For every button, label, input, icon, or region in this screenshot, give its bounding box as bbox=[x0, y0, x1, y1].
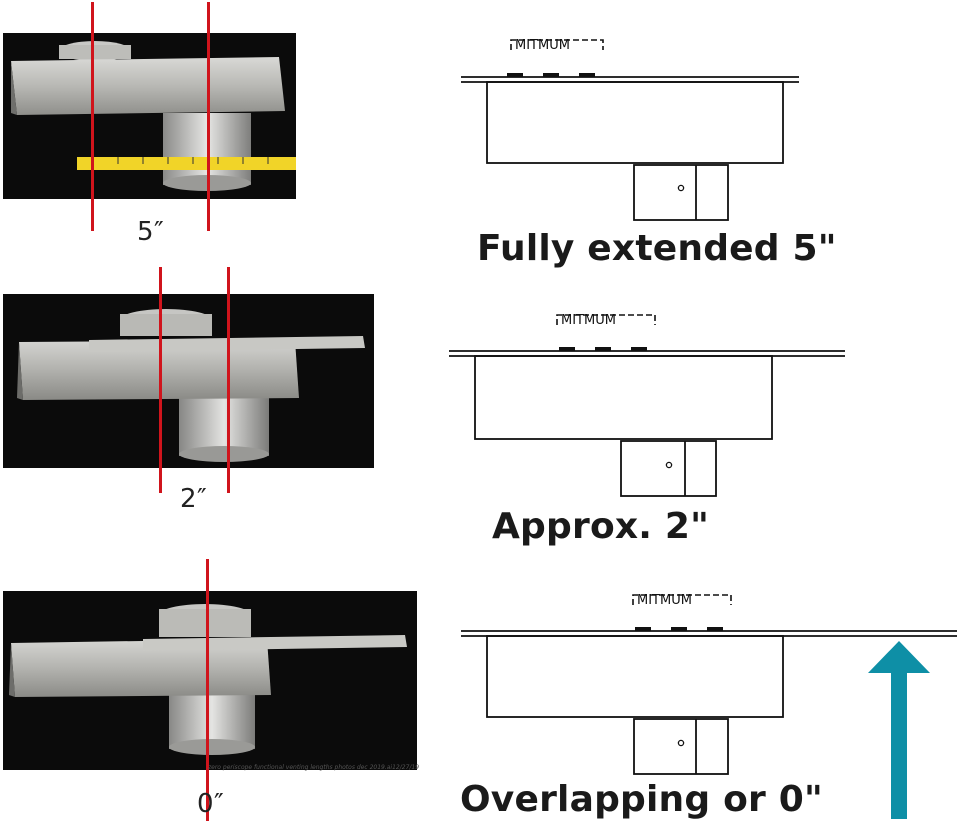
diagram-label-2: MITMUM bbox=[561, 313, 616, 328]
diagram-overlapping: MITMUM bbox=[455, 583, 960, 778]
file-watermark: zero periscope functional venting length… bbox=[208, 764, 420, 771]
photo-approx-2 bbox=[3, 294, 374, 468]
arrow-up-icon bbox=[866, 641, 932, 819]
periscope-photo-3 bbox=[9, 604, 407, 755]
diagram-label-1: MITMUM bbox=[515, 38, 570, 53]
caption-overlapping: Overlapping or 0" bbox=[460, 779, 823, 820]
diagram-fully-extended: MITMUM bbox=[455, 30, 805, 225]
diagram-approx-2: MITMUM bbox=[445, 305, 850, 500]
measurement-label-2: 2″ bbox=[180, 484, 208, 514]
guide-line-left-2 bbox=[159, 267, 162, 493]
guide-line-right-1 bbox=[207, 2, 210, 231]
guide-line-left-1 bbox=[91, 2, 94, 231]
periscope-photo-2 bbox=[17, 309, 365, 462]
guide-line-center-3 bbox=[206, 559, 209, 821]
guide-line-right-2 bbox=[227, 267, 230, 493]
periscope-photo-1 bbox=[11, 41, 296, 191]
photo-overlapping bbox=[3, 591, 417, 770]
measurement-label-1: 5″ bbox=[137, 217, 165, 247]
caption-fully-extended: Fully extended 5" bbox=[477, 228, 837, 269]
diagram-label-3: MITMUM bbox=[637, 593, 692, 608]
measurement-label-3: 0″ bbox=[197, 789, 225, 819]
caption-approx-2: Approx. 2" bbox=[492, 506, 710, 547]
photo-fully-extended bbox=[3, 33, 296, 199]
